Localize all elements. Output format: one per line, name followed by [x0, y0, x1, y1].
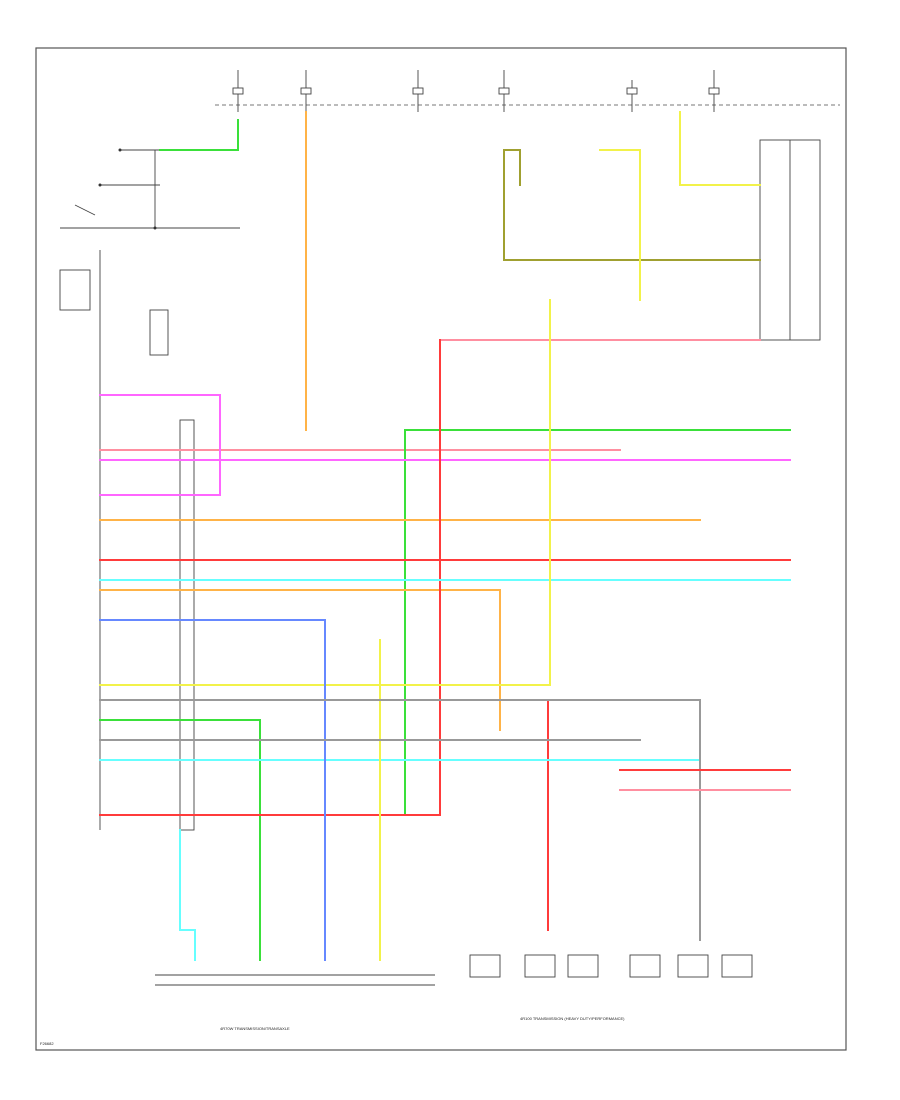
wire-red-b [99, 339, 441, 816]
transmission-connector-strip [155, 954, 753, 986]
wire-green-top [159, 119, 239, 151]
wire-olive-long [503, 149, 761, 261]
wire-traces [99, 111, 791, 961]
wire-magenta-a [99, 394, 221, 496]
wire-yellow-switch [599, 149, 641, 301]
pcm-connector-block [59, 250, 195, 831]
footer-right-label: 4R100 TRANSMISSION (HEAVY DUTY/PERFORMAN… [520, 1016, 625, 1021]
wire-yellow-top-right [679, 111, 761, 186]
footer-code: F26682 [40, 1041, 54, 1046]
wire-green-left [99, 719, 261, 961]
wire-cyan-c [179, 829, 196, 961]
right-module-box [759, 139, 821, 341]
ignition-switch-cluster [60, 148, 240, 230]
footer-left-label: 4R70W TRANSMISSION/TRANSAXLE [220, 1026, 290, 1031]
fuse-taps [232, 70, 720, 112]
wire-yellow-long [99, 299, 551, 686]
wire-gray-a [99, 699, 701, 941]
diagram-frame [35, 47, 847, 1051]
wire-blue [99, 619, 326, 961]
wire-olive-feed [503, 149, 521, 186]
wire-orange-b [99, 589, 501, 731]
